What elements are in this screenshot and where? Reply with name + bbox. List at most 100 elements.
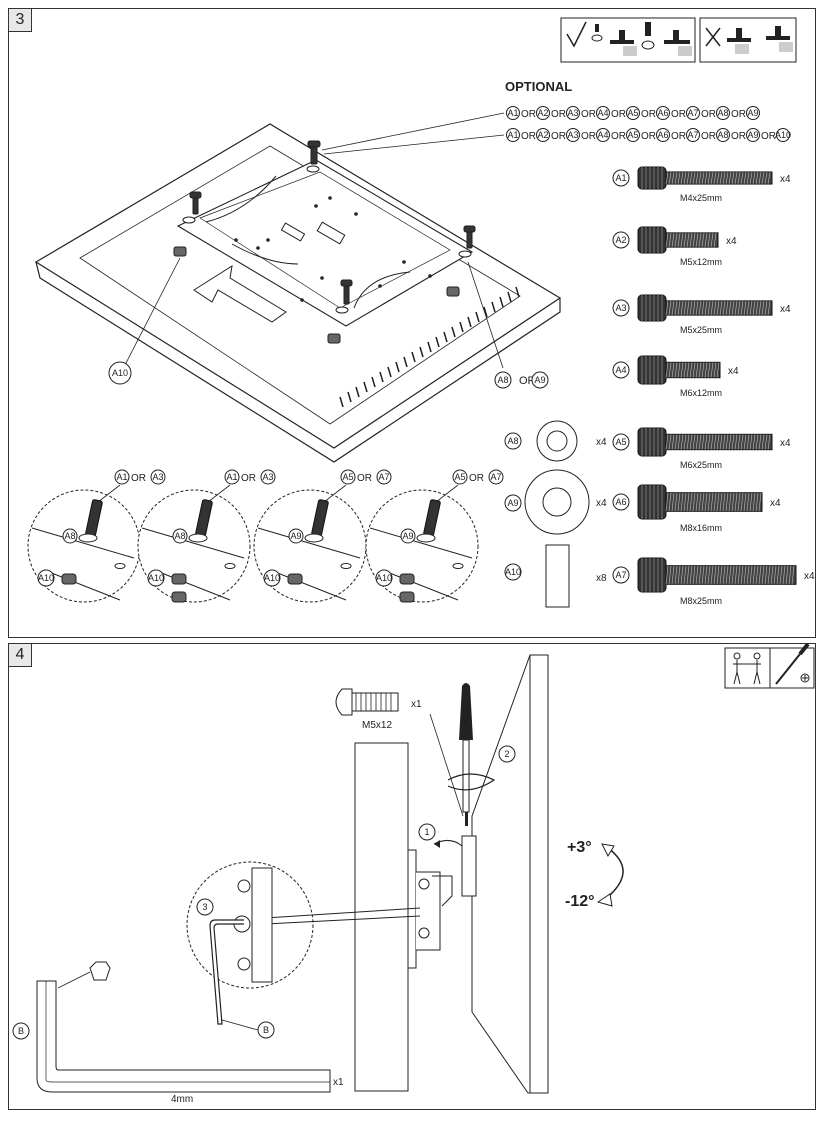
two-person-icon — [733, 652, 761, 685]
svg-text:A5: A5 — [342, 472, 353, 482]
svg-text:M8x16mm: M8x16mm — [680, 523, 722, 533]
optional-label: OPTIONAL — [505, 79, 572, 94]
svg-text:A5: A5 — [454, 472, 465, 482]
svg-text:A6: A6 — [657, 130, 668, 140]
detail-top-badge-a: A1 — [114, 469, 130, 485]
or-text: OR — [551, 109, 566, 120]
step-number: 4 — [9, 644, 32, 667]
screwdriver — [429, 683, 496, 826]
svg-text:A10: A10 — [38, 573, 54, 583]
detail-spacer-badge: A10 — [147, 569, 165, 587]
svg-text:A9: A9 — [507, 498, 518, 508]
detail-washer-badge: A9 — [400, 528, 416, 544]
or-text: OR — [701, 131, 716, 142]
svg-text:x4: x4 — [596, 498, 607, 509]
choice-badge-a9: A9 — [746, 106, 760, 120]
callout-a10: A10 — [108, 361, 132, 385]
choice-badge-a7: A7 — [686, 106, 700, 120]
or-text: OR — [611, 131, 626, 142]
allowed-icon-box — [560, 17, 696, 63]
bracket — [407, 849, 453, 969]
detail-washer-badge: A8 — [62, 528, 78, 544]
svg-text:A2: A2 — [537, 108, 548, 118]
or-text: OR — [551, 131, 566, 142]
svg-text:x4: x4 — [780, 438, 791, 449]
choice-badge-a10: A10 — [775, 128, 791, 142]
svg-text:A10: A10 — [376, 573, 392, 583]
or-text: OR — [641, 131, 656, 142]
detail-washer-badge: A9 — [288, 528, 304, 544]
step-4-panel: 4 — [8, 643, 816, 1110]
svg-text:M5x12: M5x12 — [362, 720, 392, 731]
svg-text:OR: OR — [519, 375, 536, 387]
svg-text:A8: A8 — [717, 130, 728, 140]
detail-top-badge-b: A7 — [488, 469, 504, 485]
svg-text:A7: A7 — [687, 108, 698, 118]
svg-text:A3: A3 — [615, 303, 626, 313]
step-3-panel: 3 — [8, 8, 816, 638]
svg-text:A3: A3 — [152, 472, 163, 482]
svg-text:A8: A8 — [507, 436, 518, 446]
svg-text:A9: A9 — [747, 108, 758, 118]
svg-text:A10: A10 — [505, 567, 521, 577]
svg-text:A9: A9 — [747, 130, 758, 140]
or-text: OR — [671, 109, 686, 120]
choice-badge-a5: A5 — [626, 106, 640, 120]
svg-text:A6: A6 — [657, 108, 668, 118]
choice-badge-a6: A6 — [656, 106, 670, 120]
choice-badge-a9: A9 — [746, 128, 760, 142]
svg-text:A1: A1 — [116, 472, 127, 482]
screw-badge: A1 — [612, 169, 630, 187]
callout-a8-or-a9: A8 OR A9 — [494, 371, 549, 389]
spacer-a10: A10 x8 — [504, 544, 607, 608]
or-text: OR — [701, 109, 716, 120]
svg-text:A10: A10 — [775, 130, 791, 140]
svg-text:A4: A4 — [597, 108, 608, 118]
svg-text:A8: A8 — [497, 375, 508, 385]
choice-badge-a7: A7 — [686, 128, 700, 142]
not-allowed-icon-box — [699, 17, 797, 63]
choice-badge-a8: A8 — [716, 128, 730, 142]
svg-text:x4: x4 — [770, 498, 781, 509]
svg-text:M8x25mm: M8x25mm — [680, 596, 722, 606]
svg-text:M4x25mm: M4x25mm — [680, 193, 722, 203]
detail-washer-badge: A8 — [172, 528, 188, 544]
svg-text:A4: A4 — [615, 365, 626, 375]
detail-top-badge-b: A7 — [376, 469, 392, 485]
screw-washer-icon — [591, 22, 692, 56]
choice-badge-a2: A2 — [536, 128, 550, 142]
svg-text:A10: A10 — [264, 573, 280, 583]
or-text: OR — [581, 131, 596, 142]
svg-text:A5: A5 — [627, 130, 638, 140]
svg-text:A3: A3 — [567, 130, 578, 140]
tilt-indicator: +3° -12° — [565, 839, 624, 910]
choice-badge-a4: A4 — [596, 106, 610, 120]
svg-text:2: 2 — [504, 749, 509, 759]
washer-a9: A9 x4 — [504, 469, 607, 535]
svg-text:A1: A1 — [507, 108, 518, 118]
detail-top-badge-a: A5 — [452, 469, 468, 485]
washer-a8: A8 x4 — [504, 420, 607, 462]
svg-text:A2: A2 — [615, 235, 626, 245]
svg-text:B: B — [263, 1025, 269, 1035]
svg-text:A6: A6 — [615, 497, 626, 507]
choice-badge-a1: A1 — [506, 128, 520, 142]
svg-text:M5x12mm: M5x12mm — [680, 257, 722, 267]
detail-top-badge-b: A3 — [260, 469, 276, 485]
choice-badge-a3: A3 — [566, 106, 580, 120]
or-text: OR — [671, 131, 686, 142]
svg-text:A7: A7 — [378, 472, 389, 482]
detail-top-badge-b: A3 — [150, 469, 166, 485]
step4-icons — [724, 642, 815, 689]
or-text: OR — [641, 109, 656, 120]
